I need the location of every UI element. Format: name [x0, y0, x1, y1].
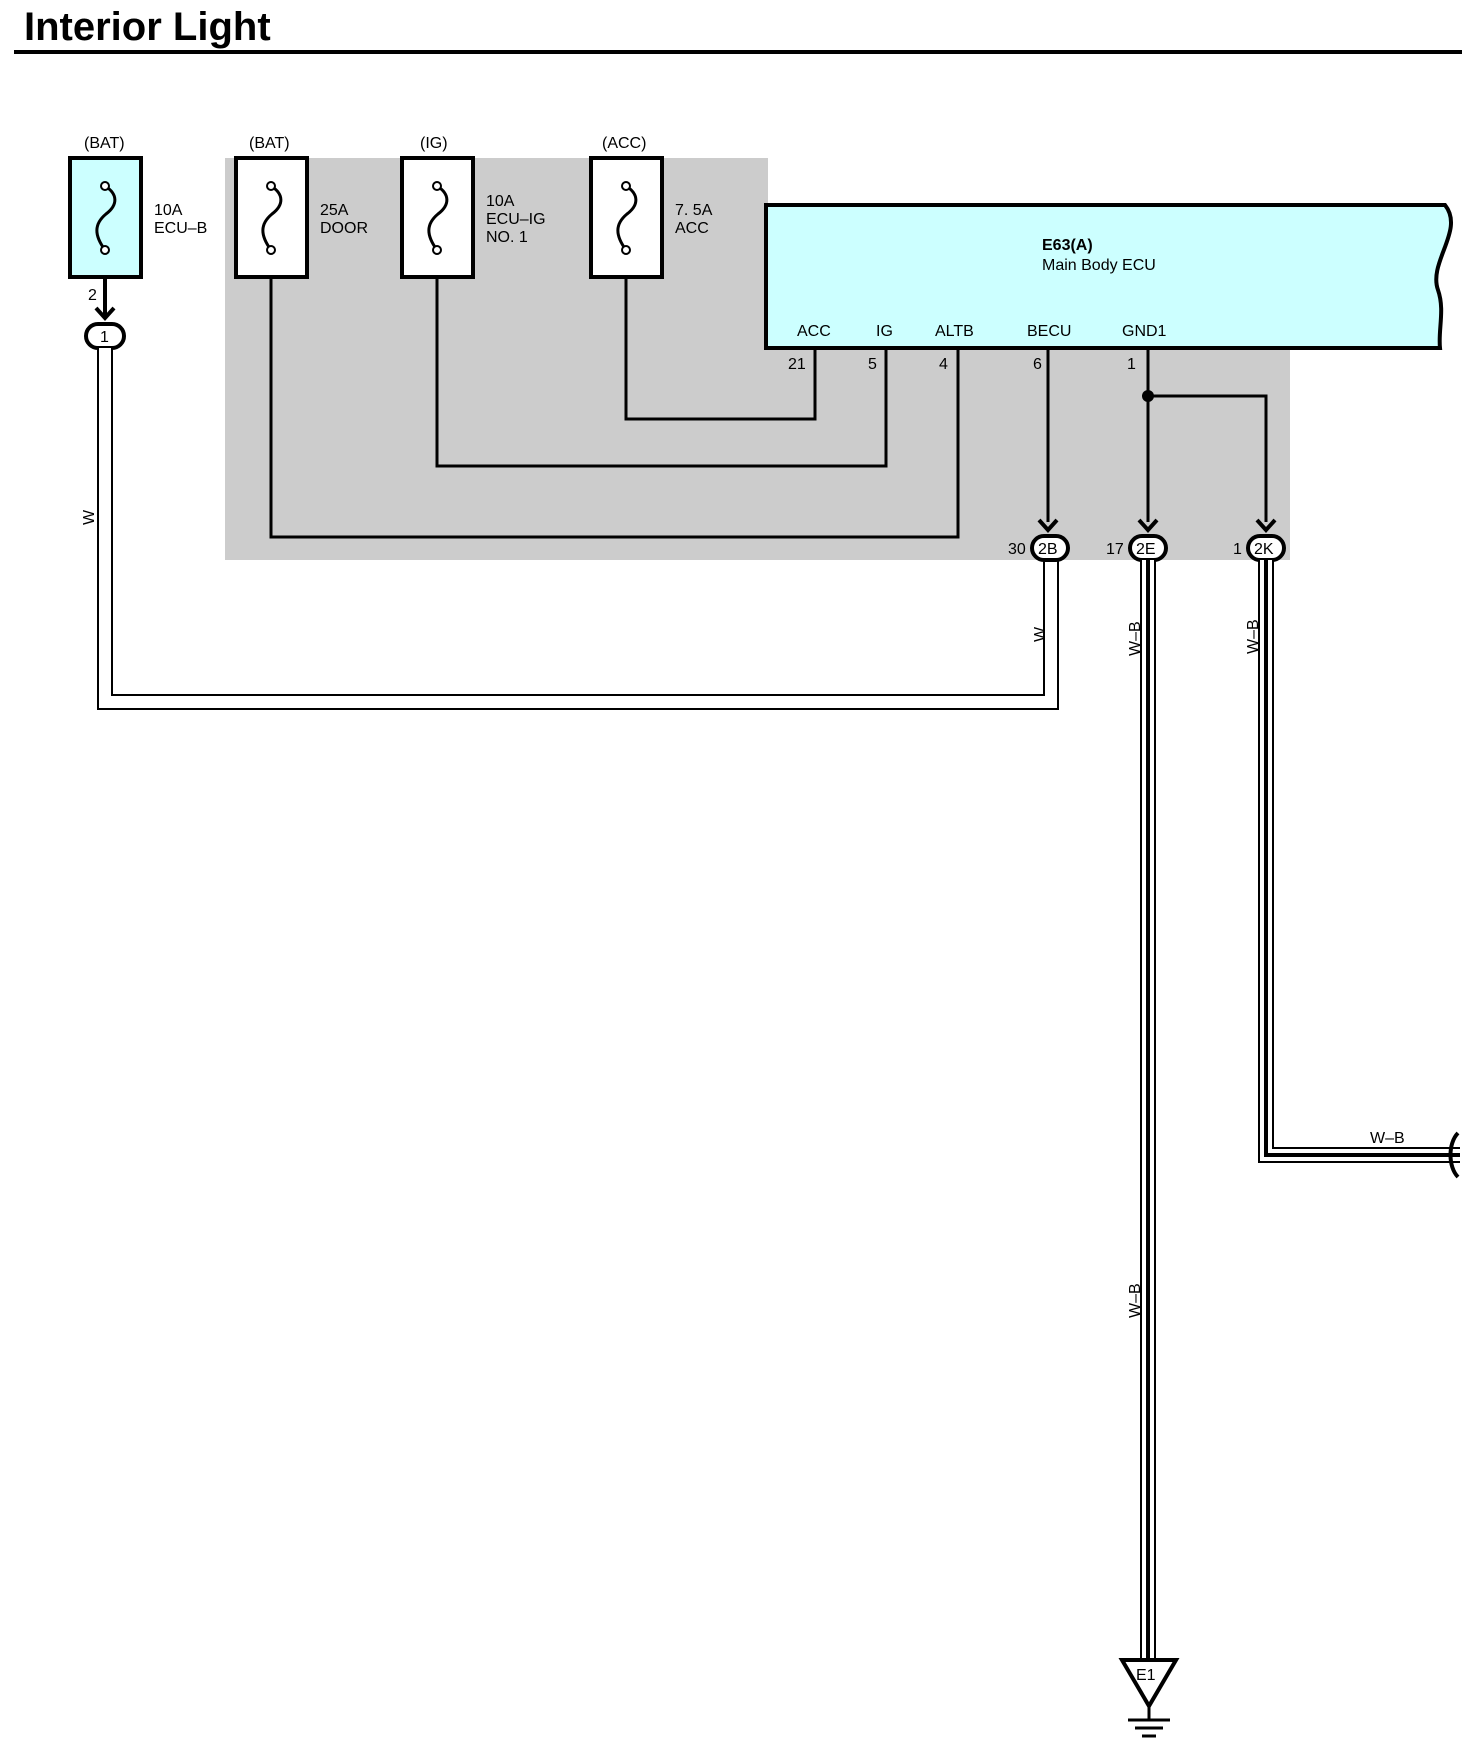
fuse-rating: 7. 5A — [675, 202, 713, 219]
junction-connector-number: 1 — [100, 329, 109, 346]
connector-arrows — [1037, 518, 1277, 533]
fuse-door: (BAT) 25A DOOR — [234, 135, 368, 279]
fuse-name: ECU–B — [154, 220, 207, 237]
connector-2b: 2B 30 — [1008, 534, 1070, 562]
wire-color-label: W — [1032, 626, 1049, 642]
terminal-pin-ig: 5 — [868, 356, 877, 373]
splice-point — [1142, 390, 1154, 402]
connector-code: 2K — [1254, 541, 1274, 558]
wire-gnd1-branch — [1148, 394, 1268, 522]
wire-w-harness — [97, 348, 1059, 710]
fuse-source: (BAT) — [249, 135, 290, 152]
fuse-source: (ACC) — [602, 135, 646, 152]
connector-pin: 17 — [1106, 541, 1124, 558]
fuse-rating: 25A — [320, 202, 349, 219]
wire-ig — [435, 250, 888, 468]
page-title: Interior Light — [24, 5, 271, 49]
terminal-label-ig: IG — [876, 323, 893, 340]
ecu-id: E63(A) — [1042, 237, 1093, 254]
terminal-label-altb: ALTB — [935, 323, 974, 340]
connector-code: 2E — [1136, 541, 1156, 558]
internal-wires — [269, 250, 1268, 539]
wire-wb-right — [1258, 560, 1460, 1179]
connector-pin: 1 — [1233, 541, 1242, 558]
fuse-source: (IG) — [420, 135, 448, 152]
wire-color-label: W — [81, 509, 98, 525]
fuse-rating: 10A — [486, 193, 515, 210]
wire-color-label: W–B — [1370, 1130, 1405, 1147]
fuse-ecu-b: (BAT) 10A ECU–B — [68, 135, 207, 279]
ecu-box: E63(A) Main Body ECU — [764, 203, 1453, 350]
ecu-name: Main Body ECU — [1042, 257, 1156, 274]
terminal-label-acc: ACC — [797, 323, 831, 340]
ecu-b-output: 2 1 — [84, 277, 126, 350]
fuse-name: ECU–IG — [486, 211, 546, 228]
wire-color-label: W–B — [1127, 1283, 1144, 1318]
wire-continuation-mark — [1448, 1131, 1460, 1179]
wire-color-label: W–B — [1245, 619, 1262, 654]
ground-symbol: E1 — [1118, 1658, 1180, 1738]
fuse-name: DOOR — [320, 220, 368, 237]
fuse-ecu-ig: (IG) 10A ECU–IG NO. 1 — [400, 135, 546, 279]
fuse-name-line2: NO. 1 — [486, 229, 528, 246]
fuse-name: ACC — [675, 220, 709, 237]
terminal-pin-acc: 21 — [788, 356, 806, 373]
terminal-label-gnd1: GND1 — [1122, 323, 1167, 340]
ground-label: E1 — [1136, 1667, 1156, 1684]
fuse-acc: (ACC) 7. 5A ACC — [589, 135, 713, 279]
fuse-rating: 10A — [154, 202, 183, 219]
wire-acc — [624, 250, 817, 421]
connector-pin: 30 — [1008, 541, 1026, 558]
connector-code: 2B — [1038, 541, 1058, 558]
wire-altb — [269, 250, 960, 539]
wire-color-label: W–B — [1127, 621, 1144, 656]
terminal-label-becu: BECU — [1027, 323, 1071, 340]
ecu-terminals: ACC IG ALTB BECU GND1 21 5 4 6 1 — [788, 323, 1167, 373]
fuse-pin: 2 — [88, 287, 97, 304]
terminal-pin-becu: 6 — [1033, 356, 1042, 373]
fuse-source: (BAT) — [84, 135, 125, 152]
terminal-pin-altb: 4 — [939, 356, 948, 373]
terminal-pin-gnd1: 1 — [1127, 356, 1136, 373]
